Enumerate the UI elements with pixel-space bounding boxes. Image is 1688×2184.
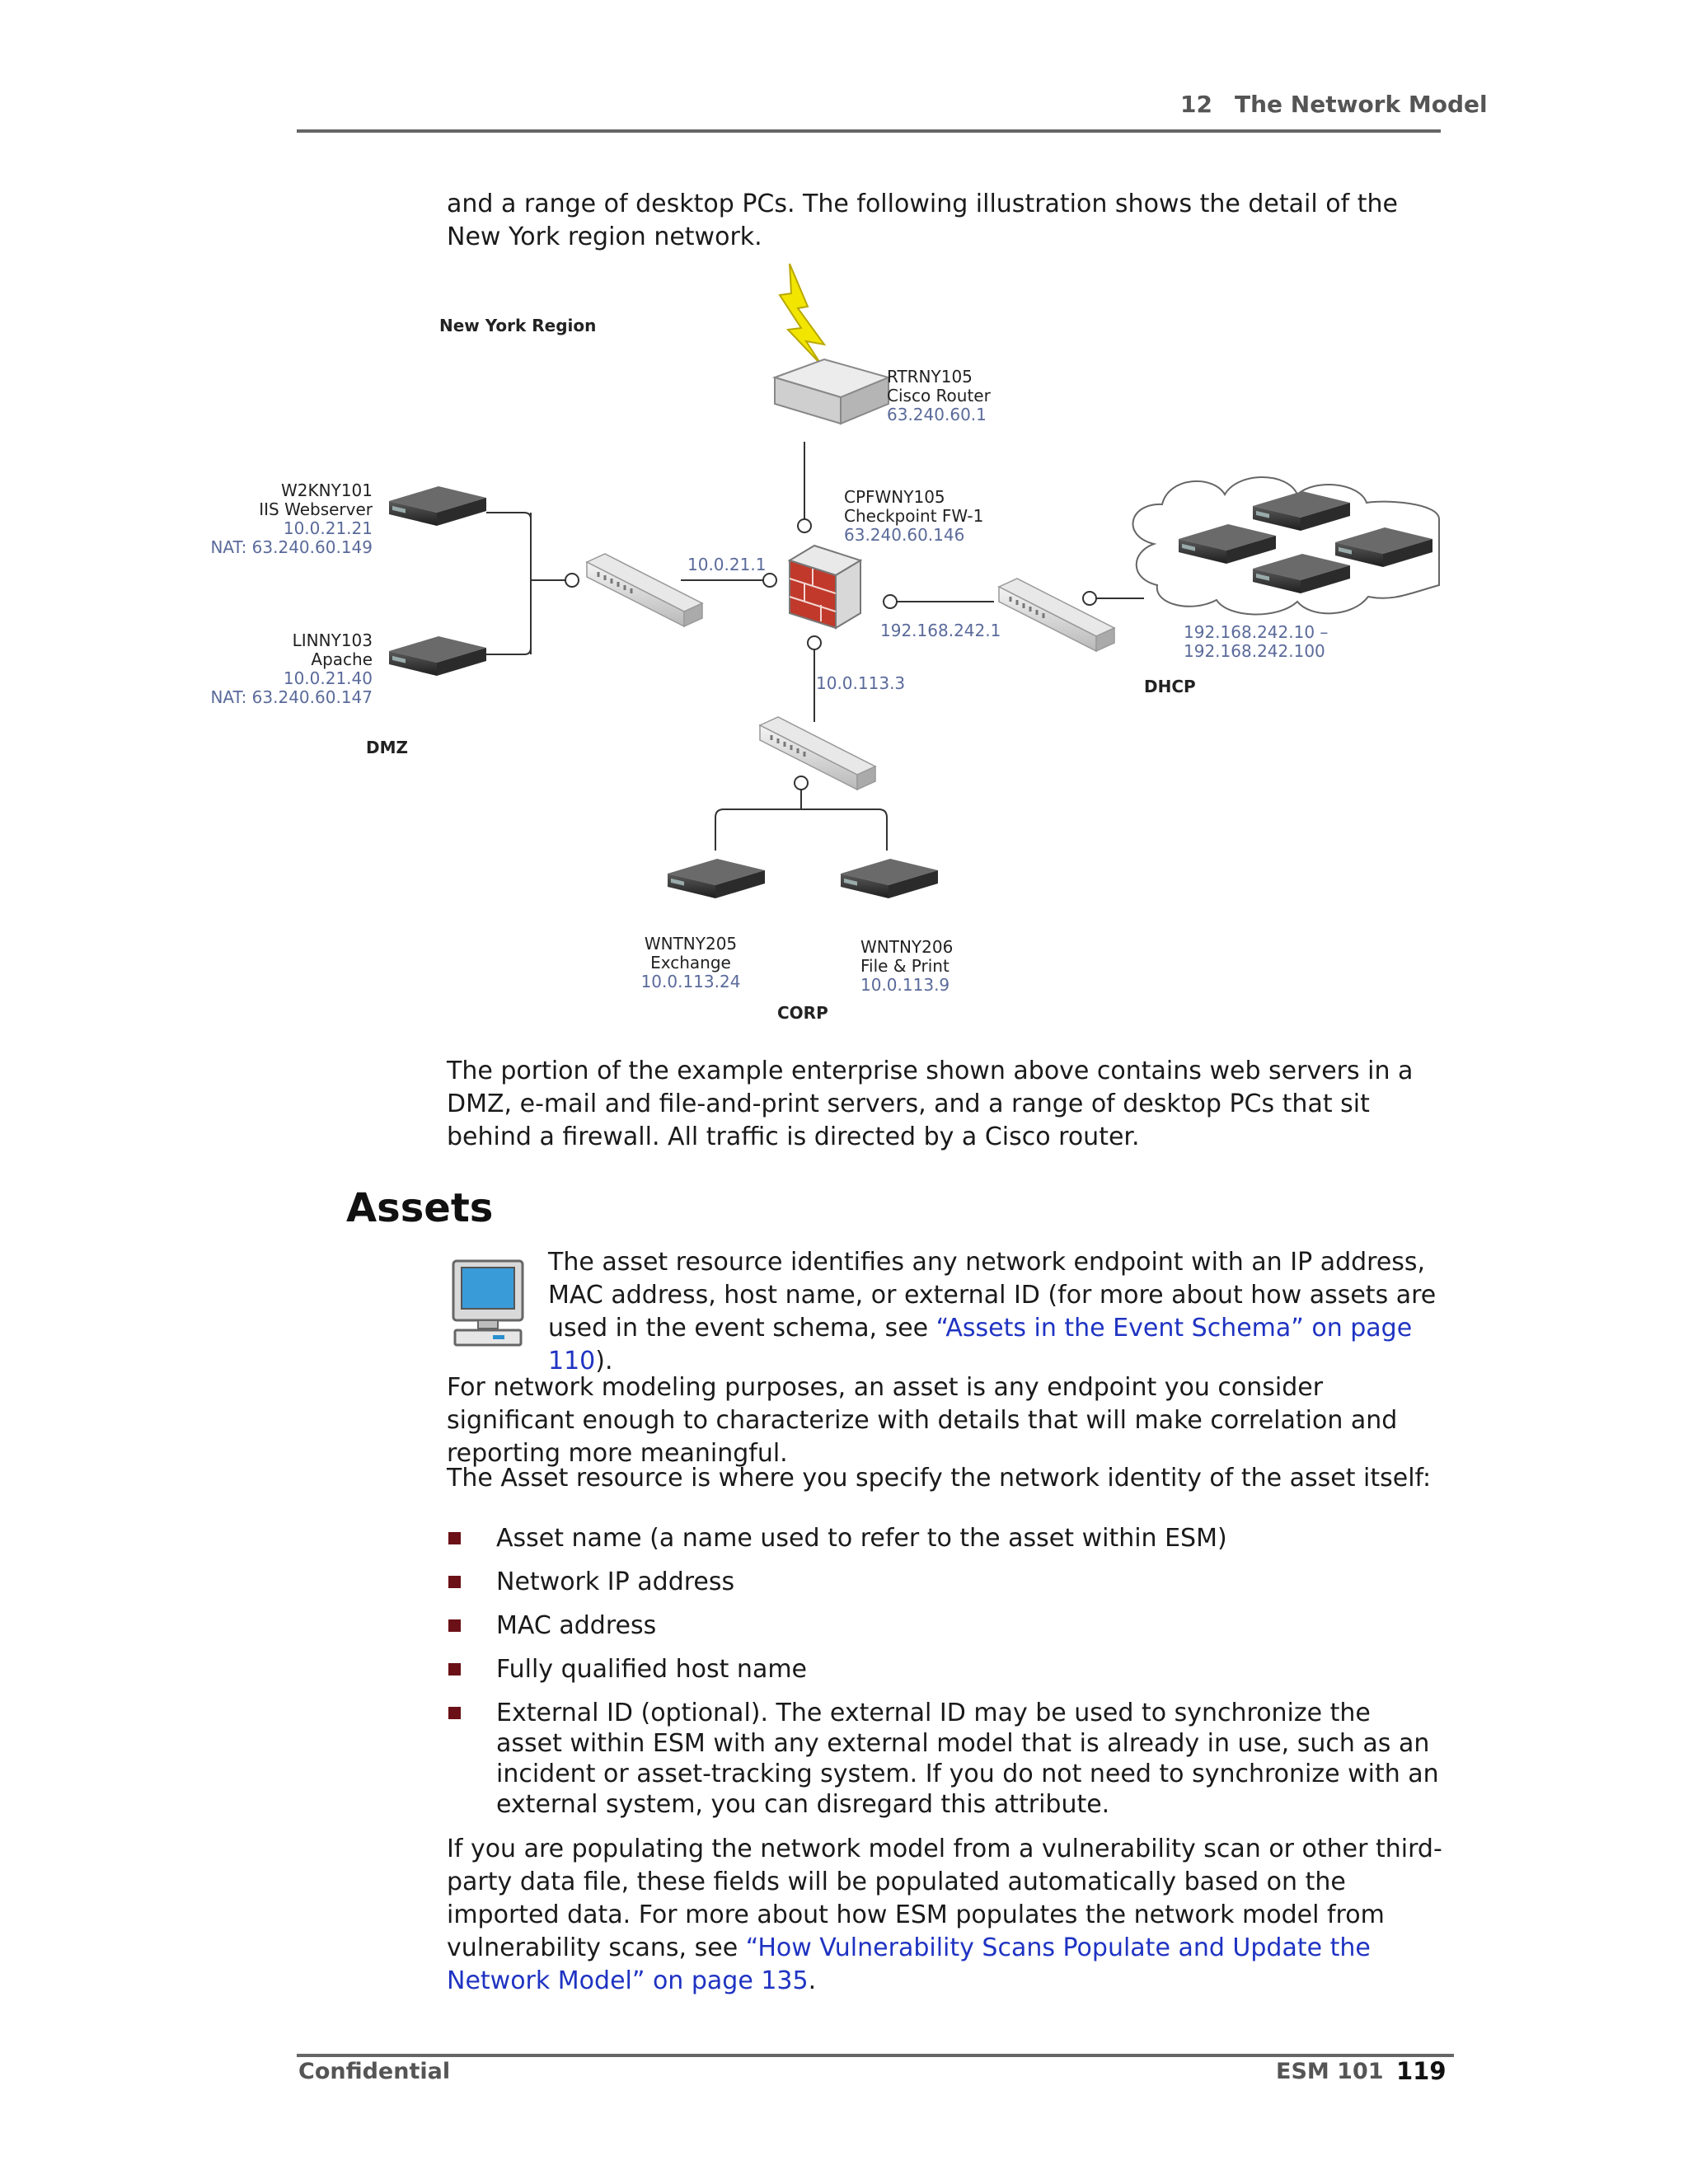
list-item: MAC address	[447, 1610, 1444, 1641]
corp-server-ip: 10.0.113.24	[641, 972, 741, 991]
list-item: Asset name (a name used to refer to the …	[447, 1523, 1444, 1554]
dmz-server-type: Apache	[311, 649, 373, 669]
dmz-server-icon	[389, 486, 486, 526]
identity-paragraph: The Asset resource is where you specify …	[447, 1464, 1432, 1493]
dmz-switch-icon	[585, 552, 704, 628]
dmz-server-ip: 10.0.21.21	[284, 518, 373, 538]
dmz-server-icon	[389, 636, 486, 676]
dmz-server-name: W2KNY101	[281, 480, 373, 500]
router-name: RTRNY105	[887, 367, 973, 387]
assets-note-end: ).	[595, 1347, 613, 1376]
firewall-corp-ip: 10.0.113.3	[816, 673, 905, 693]
corp-server-icon	[841, 859, 938, 898]
page-number: 119	[1396, 2057, 1447, 2085]
network-diagram: New York Region RTRNY105 Cisco Router 63…	[210, 263, 1440, 1023]
list-item-text: Network IP address	[496, 1568, 735, 1596]
corp-server-name: WNTNY206	[860, 937, 953, 957]
corp-server-name: WNTNY205	[645, 934, 737, 954]
section-heading-assets: Assets	[346, 1185, 494, 1231]
modeling-paragraph: For network modeling purposes, an asset …	[447, 1373, 1398, 1468]
router-type: Cisco Router	[887, 386, 992, 405]
corp-label: CORP	[777, 1003, 828, 1023]
intro-paragraph: and a range of desktop PCs. The followin…	[447, 190, 1398, 251]
dmz-server-nat: NAT: 63.240.60.149	[210, 537, 373, 557]
corp-server-icon	[668, 859, 765, 898]
dhcp-switch-icon	[997, 577, 1116, 653]
asset-attributes-list: Asset name (a name used to refer to the …	[447, 1523, 1444, 1833]
populating-end: .	[808, 1966, 817, 1995]
dhcp-label: DHCP	[1144, 677, 1196, 696]
firewall-dmz-ip: 10.0.21.1	[687, 555, 766, 574]
bullet-square-icon	[448, 1532, 461, 1544]
dhcp-cloud-icon	[1132, 476, 1440, 616]
dmz-server-nat: NAT: 63.240.60.147	[210, 687, 373, 707]
region-title: New York Region	[439, 316, 596, 335]
vulnerability-scans-link[interactable]: “How Vulnerability Scans Populate and Up…	[447, 1933, 1371, 1995]
firewall-icon	[787, 544, 863, 630]
chapter-title: The Network Model	[1235, 91, 1488, 118]
list-item: External ID (optional). The external ID …	[447, 1698, 1444, 1820]
assets-event-schema-link[interactable]: “Assets in the Event Schema” on page 110	[548, 1314, 1413, 1376]
firewall-name: CPFWNY105	[844, 487, 945, 507]
diagram-description: The portion of the example enterprise sh…	[447, 1057, 1414, 1151]
router-icon	[771, 358, 892, 425]
corp-server-ip: 10.0.113.9	[860, 975, 950, 995]
populating-text: If you are populating the network model …	[447, 1835, 1442, 1962]
firewall-dhcp-ip: 192.168.242.1	[880, 621, 1001, 640]
footer-doc-title: ESM 101	[1276, 2059, 1384, 2084]
router-ip: 63.240.60.1	[887, 405, 987, 424]
firewall-ip: 63.240.60.146	[844, 525, 964, 545]
dmz-label: DMZ	[366, 738, 408, 757]
corp-server-type: File & Print	[860, 956, 950, 976]
dhcp-range-end: 192.168.242.100	[1184, 641, 1325, 661]
dmz-server-type: IIS Webserver	[259, 499, 373, 519]
assets-note-text: The asset resource identifies any networ…	[548, 1248, 1437, 1343]
list-item: Network IP address	[447, 1567, 1444, 1597]
populating-paragraph: If you are populating the network model …	[447, 1833, 1444, 1998]
list-item: Fully qualified host name	[447, 1654, 1444, 1685]
corp-server-type: Exchange	[650, 953, 731, 972]
dhcp-range-start: 192.168.242.10 –	[1184, 622, 1328, 642]
chapter-number: 12	[1180, 91, 1212, 118]
dmz-server-ip: 10.0.21.40	[284, 668, 373, 688]
list-item-text: External ID (optional). The external ID …	[496, 1699, 1439, 1819]
list-item-text: Fully qualified host name	[496, 1655, 808, 1684]
assets-note: The asset resource identifies any networ…	[548, 1246, 1447, 1378]
firewall-type: Checkpoint FW-1	[844, 506, 983, 526]
bullet-square-icon	[448, 1707, 461, 1719]
footer-confidential: Confidential	[298, 2059, 451, 2084]
lightning-icon	[778, 263, 827, 365]
footer-rule	[297, 2054, 1454, 2057]
list-item-text: Asset name (a name used to refer to the …	[496, 1524, 1227, 1553]
bullet-square-icon	[448, 1663, 461, 1675]
list-item-text: MAC address	[496, 1611, 657, 1640]
bullet-square-icon	[448, 1619, 461, 1632]
corp-switch-icon	[758, 715, 877, 791]
dmz-server-name: LINNY103	[293, 630, 373, 650]
bullet-square-icon	[448, 1576, 461, 1588]
header-rule	[297, 129, 1441, 133]
computer-icon	[452, 1259, 524, 1347]
